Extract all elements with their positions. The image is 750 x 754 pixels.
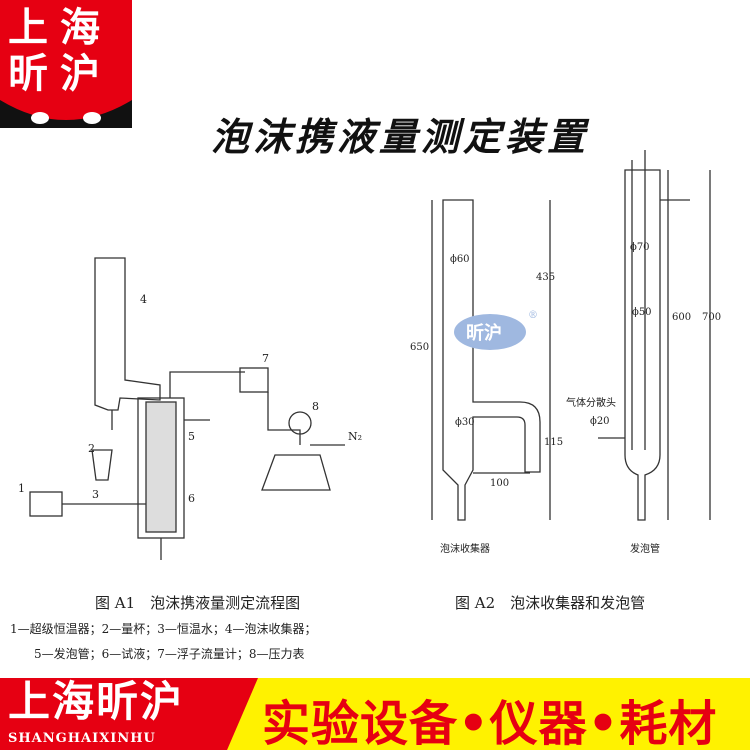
foam-collector (94, 257, 161, 411)
foam-collector-drawing (431, 199, 551, 521)
figure-a1-legend-line1: 1—超级恒温器；2—量杯；3—恒温水；4—泡沫收集器； (10, 622, 317, 636)
figure-a2-caption: 图 A2 泡沫收集器和发泡管 (455, 594, 646, 612)
page-title: 泡沫携液量测定装置 (210, 114, 589, 159)
a1-label-5: 5 (188, 430, 195, 443)
a2-d20: ϕ20 (590, 416, 610, 427)
brand-logo: 上海 昕沪 (0, 0, 132, 128)
watermark: 昕沪 ® (454, 310, 538, 350)
a2-d30: ϕ30 (455, 417, 475, 428)
a1-label-6: 6 (188, 492, 195, 505)
slogan: 实验设备•仪器•耗材 (262, 696, 718, 752)
brand-panel (0, 678, 258, 750)
figure-a1-legend-line2: 5—发泡管；6—试液；7—浮子流量计；8—压力表 (34, 647, 305, 661)
logo-line1: 上海 (8, 5, 112, 51)
apparatus-diagrams: 1 2 3 4 5 6 7 8 N₂ ϕ60 ϕ30 650 435 115 1… (18, 150, 721, 560)
a2-h700: 700 (702, 312, 721, 323)
a2-h435: 435 (536, 272, 555, 283)
flowmeter (239, 367, 269, 393)
brand-name: 上海昕沪 (8, 677, 185, 726)
a1-label-2: 2 (88, 442, 95, 455)
watermark-text: 昕沪 (466, 322, 502, 344)
measuring-cup (91, 449, 113, 481)
a1-gas-label: N₂ (348, 430, 362, 443)
a1-label-3: 3 (92, 488, 99, 501)
a2-d50: ϕ50 (632, 307, 652, 318)
a1-label-1: 1 (18, 482, 25, 495)
a2-w100: 100 (490, 478, 509, 489)
a2-d60: ϕ60 (450, 254, 470, 265)
figure-a1-caption: 图 A1 泡沫携液量测定流程图 (95, 594, 301, 612)
pressure-gauge (288, 411, 312, 435)
a2-d70: ϕ70 (630, 242, 650, 253)
test-liquid (145, 401, 177, 533)
a2-tube-name: 发泡管 (630, 542, 660, 555)
a2-h650: 650 (410, 342, 429, 353)
cat-face-icon (0, 100, 132, 128)
watermark-mark: ® (528, 310, 538, 321)
bottom-banner: 上海昕沪 SHANGHAIXINHU 实验设备•仪器•耗材 (0, 677, 750, 752)
figure-a1-drawing (29, 257, 345, 560)
a1-label-8: 8 (312, 400, 319, 413)
a2-collector-name: 泡沫收集器 (440, 542, 490, 555)
a2-h115: 115 (544, 437, 563, 448)
foam-tube-drawing (598, 150, 711, 521)
a2-h600: 600 (672, 312, 691, 323)
a2-head-label: 气体分散头 (566, 396, 616, 409)
thermostat (29, 491, 63, 517)
a1-label-4: 4 (140, 293, 147, 306)
logo-line2: 昕沪 (8, 51, 112, 97)
brand-pinyin: SHANGHAIXINHU (8, 731, 156, 746)
a1-label-7: 7 (262, 352, 269, 365)
